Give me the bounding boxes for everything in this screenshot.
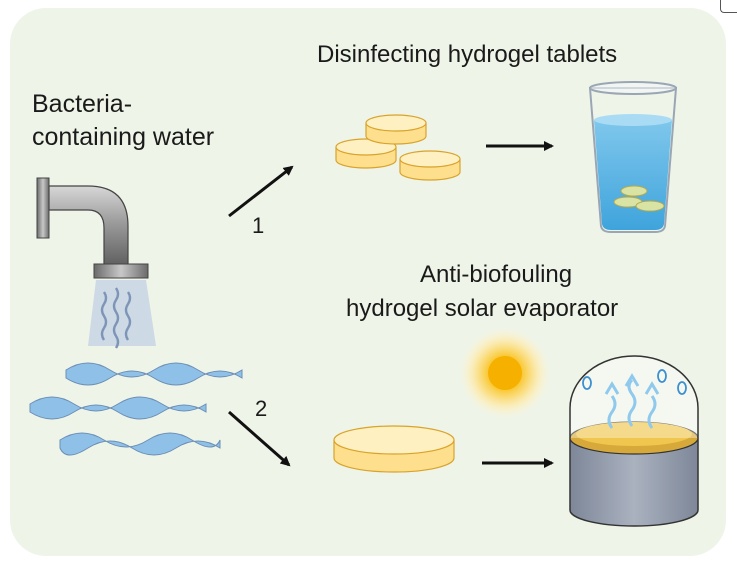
water-waves: [29, 362, 243, 456]
water-stream: [88, 280, 156, 349]
hydrogel-tablets-icon: [335, 114, 461, 181]
evaporator-title-line2: hydrogel solar evaporator: [346, 295, 618, 322]
corner-mark: [720, 0, 737, 13]
source-label-line2: containing water: [32, 123, 214, 151]
path1-arrow: [228, 165, 294, 218]
evaporator-title-line1: Anti-biofouling: [420, 261, 572, 288]
water-pipe-icon: [36, 177, 149, 279]
tablets-title: Disinfecting hydrogel tablets: [317, 41, 617, 68]
sun-icon: [459, 327, 551, 419]
path1-number: 1: [252, 213, 264, 238]
solar-evaporator-icon: [569, 355, 699, 527]
source-label-line1: Bacteria-: [32, 90, 132, 118]
hydrogel-disc-icon: [333, 425, 455, 473]
path2-arrow: [228, 410, 291, 467]
path2-number: 2: [255, 396, 267, 421]
glass-of-water-icon: [588, 81, 678, 233]
